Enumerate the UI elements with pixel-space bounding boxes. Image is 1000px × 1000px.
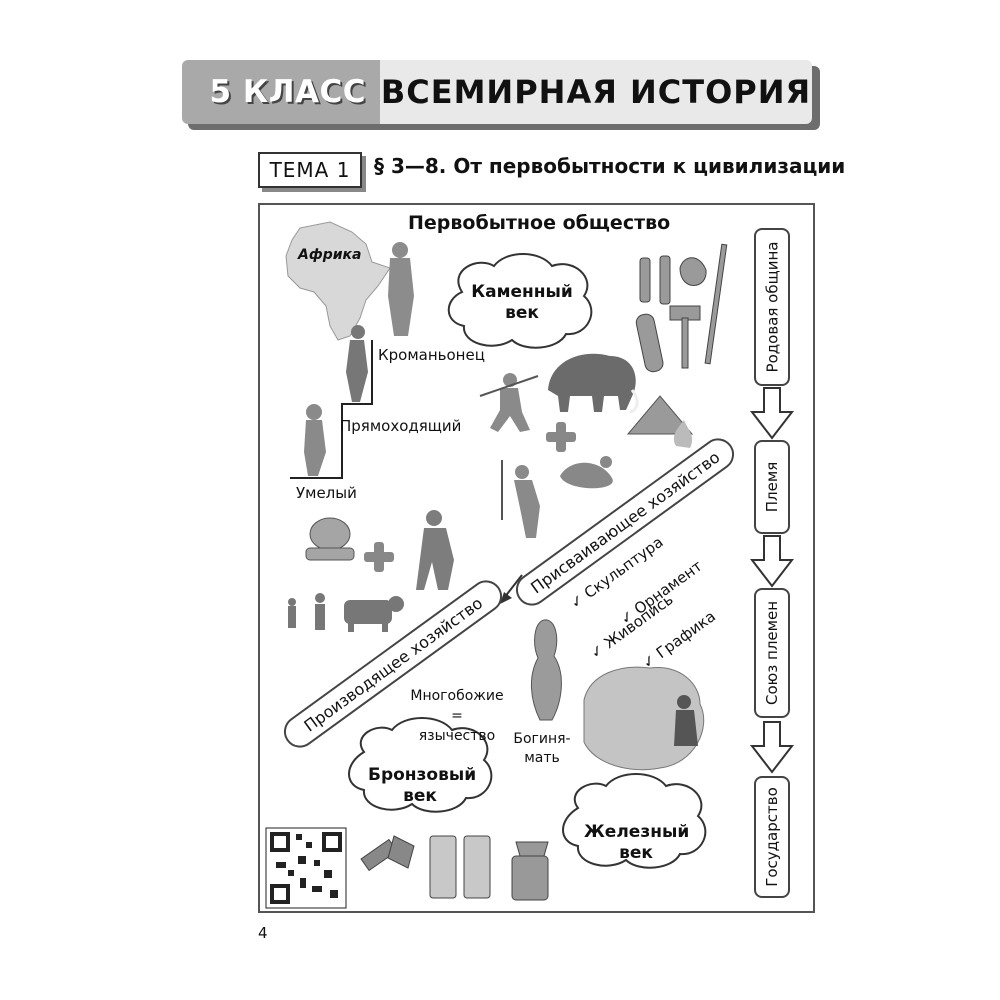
goddess-line-1: Богиня- — [513, 731, 571, 747]
digger-icon — [501, 460, 540, 538]
stone-age-line-2: век — [505, 303, 539, 323]
evolution-stage-1: Умелый — [296, 484, 357, 502]
polytheism-label: Многобожие = язычество — [406, 686, 508, 746]
iron-age-label: Железный век — [584, 822, 690, 864]
down-arrow-icon — [749, 387, 795, 440]
goddess-line-2: мать — [524, 750, 560, 766]
iron-age-line-1: Железный — [584, 822, 690, 842]
diagram-frame — [258, 203, 815, 913]
diagram-title: Первобытное общество — [408, 212, 671, 234]
qr-code-icon — [265, 827, 347, 909]
polytheism-line-2: язычество — [418, 728, 496, 744]
social-stage-clan-label: Родовая община — [763, 241, 781, 373]
topic-tag: ТЕМА 1 — [258, 152, 362, 188]
polytheism-line-1: Многобожие = — [410, 688, 504, 724]
evolution-stage-2: Прямоходящий — [340, 417, 462, 435]
bronze-age-line-2: век — [403, 786, 437, 806]
crucible-icon — [511, 841, 549, 901]
social-stage-state: Государство — [754, 776, 790, 898]
painter-icon — [674, 695, 698, 746]
social-stage-union-label: Союз племен — [763, 601, 781, 705]
plus-icon — [546, 422, 576, 452]
herders-ox-icon — [288, 593, 404, 632]
stone-tools-icon — [635, 243, 728, 373]
evolution-stairs — [290, 340, 373, 479]
social-stage-clan: Родовая община — [754, 228, 790, 386]
bronze-age-line-1: Бронзовый — [368, 765, 477, 785]
page-number: 4 — [258, 924, 268, 942]
down-arrow-icon — [749, 721, 795, 774]
casting-mold-icon — [429, 835, 491, 899]
hut-icon — [626, 395, 694, 435]
plus-icon — [364, 542, 394, 572]
stone-age-label: Каменный век — [470, 282, 574, 324]
hunter-icon — [479, 373, 539, 432]
venus-figurine-icon — [530, 619, 562, 721]
subject-title: ВСЕМИРНАЯ ИСТОРИЯ — [380, 60, 812, 124]
africa-map-icon — [285, 221, 391, 341]
bronze-age-label: Бронзовый век — [368, 765, 477, 807]
fire-icon — [673, 420, 693, 448]
down-arrow-icon — [749, 535, 795, 588]
mother-goddess-label: Богиня- мать — [510, 730, 574, 768]
farmer-icon — [416, 510, 454, 590]
africa-label: Африка — [298, 247, 362, 263]
iron-age-cloud-icon — [562, 773, 707, 869]
grade-label: 5 КЛАСС — [182, 60, 380, 124]
evolution-stage-3: Кроманьонец — [378, 346, 485, 364]
bronze-age-cloud-icon — [348, 717, 493, 813]
social-stage-union: Союз племен — [754, 588, 790, 718]
mammoth-icon — [548, 353, 636, 412]
social-stage-state-label: Государство — [763, 787, 782, 887]
pottery-icon — [305, 517, 355, 561]
stone-age-cloud-icon — [447, 253, 593, 349]
homo-erectus-icon — [346, 325, 368, 402]
topic-title: § 3—8. От первобытности к цивилизации — [374, 154, 846, 178]
social-stage-tribe: Племя — [754, 440, 790, 534]
gatherer-icon — [560, 456, 613, 489]
iron-age-line-2: век — [619, 843, 653, 863]
stone-age-line-1: Каменный — [471, 282, 573, 302]
cave-painting-icon — [583, 666, 705, 771]
homo-habilis-icon — [304, 404, 326, 476]
axe-icon — [360, 835, 415, 872]
social-stage-tribe-label: Племя — [763, 461, 781, 513]
cro-magnon-icon — [388, 242, 414, 336]
